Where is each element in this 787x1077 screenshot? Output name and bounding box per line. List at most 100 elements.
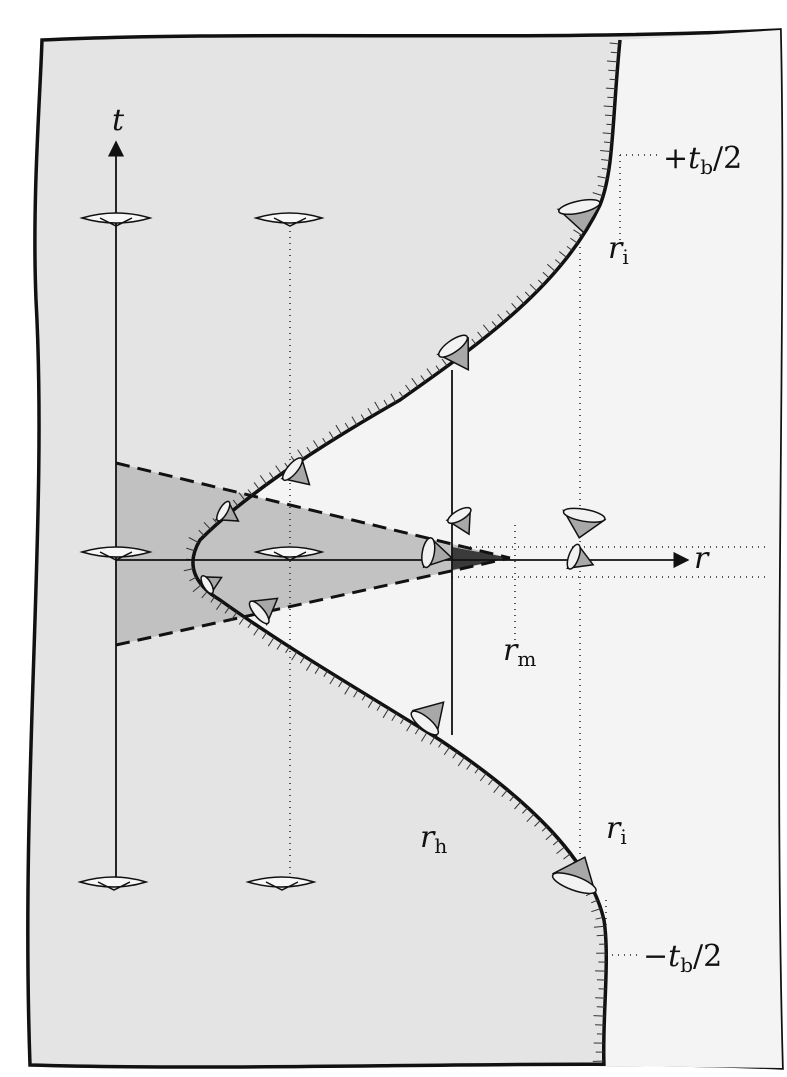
hatch-mark: [602, 132, 613, 135]
hatch-mark: [479, 772, 487, 782]
hatch-mark: [405, 384, 412, 393]
hatch-mark: [238, 616, 245, 625]
hatch-mark: [414, 727, 420, 735]
hatch-mark: [443, 746, 451, 756]
hatch-mark: [360, 414, 366, 421]
hatch-mark: [305, 661, 313, 671]
hatch-mark: [603, 141, 613, 144]
hatch-mark: [435, 365, 441, 372]
hatch-mark: [511, 302, 518, 311]
hatch-mark: [573, 229, 584, 237]
hatch-mark: [452, 751, 458, 759]
cone-near-wedge-lower: [248, 597, 279, 627]
guide-lines: [289, 154, 768, 956]
wedge-lower-edge: [115, 556, 511, 647]
hatch-mark: [545, 832, 554, 841]
hatch-mark: [554, 259, 562, 266]
hatch-mark: [597, 176, 608, 179]
hatch-mark: [497, 313, 505, 323]
hatch-mark: [338, 679, 344, 688]
hatch-mark: [224, 606, 231, 614]
hatch-mark: [210, 596, 216, 603]
hatch-mark: [230, 611, 238, 622]
hatch-mark: [570, 237, 578, 244]
hatch-mark: [610, 51, 619, 54]
hatch-mark: [335, 424, 343, 435]
hatch-mark: [261, 631, 268, 640]
hatch-mark: [457, 756, 466, 767]
hatch-mark: [344, 422, 350, 431]
hatch-mark: [189, 576, 197, 582]
r-i-top-label: ri: [608, 231, 629, 269]
hatch-mark: [247, 489, 253, 496]
hatch-mark: [299, 656, 306, 664]
hatch-mark: [198, 529, 205, 537]
t-top-label: +tb/2: [663, 141, 742, 179]
hatch-mark: [268, 472, 275, 480]
hatch-mark: [329, 675, 336, 685]
r-axis-label: r: [694, 541, 710, 576]
hatch-mark: [361, 694, 367, 701]
hatch-mark: [542, 271, 550, 279]
hatch-mark: [466, 761, 473, 770]
hatch-mark: [592, 192, 604, 197]
hatch-mark: [201, 590, 208, 599]
hatch-mark: [374, 401, 381, 412]
hatch-mark: [398, 391, 404, 398]
hatch-mark: [314, 665, 321, 674]
hatch-mark: [609, 78, 617, 81]
hatch-mark: [488, 778, 494, 786]
cone-bottom-tip: [200, 574, 223, 596]
hatch-mark: [514, 801, 522, 810]
cone-at-ri-axis: [566, 543, 595, 570]
hatch-mark: [429, 736, 436, 745]
hatch-mark: [526, 813, 535, 823]
hatch-mark: [604, 114, 615, 117]
outer-region: [192, 30, 783, 1068]
hatch-mark: [558, 251, 568, 259]
hatch-mark: [593, 1015, 605, 1017]
hatch-mark: [471, 338, 477, 345]
hatch-mark: [607, 96, 616, 99]
cone-ri-mid: [562, 507, 607, 539]
hatch-mark: [275, 465, 282, 475]
hatch-mark: [306, 446, 312, 455]
hatch-mark: [529, 283, 538, 292]
hatch-mark: [420, 375, 426, 383]
hatch-mark: [516, 295, 525, 305]
hatch-mark: [276, 641, 283, 650]
hatch-mark: [215, 601, 223, 610]
flat-cones: [77, 212, 325, 891]
hatch-mark: [328, 431, 335, 440]
hatch-mark: [390, 393, 397, 403]
boundary-hatching: [183, 42, 620, 1062]
hatch-mark: [267, 636, 275, 647]
wedge-dark: [452, 547, 510, 570]
hatch-mark: [212, 518, 218, 524]
hatch-mark: [297, 449, 305, 459]
tilted-cones: [200, 198, 607, 895]
cone-near-rh-upper: [445, 506, 472, 536]
t-axis-label: t: [112, 103, 125, 138]
hatch-mark: [253, 482, 260, 490]
hatch-mark: [186, 547, 196, 552]
wedge-upper-edge: [115, 461, 511, 560]
hatch-mark: [608, 69, 618, 72]
hatch-mark: [605, 87, 616, 90]
hatch-mark: [541, 826, 548, 832]
hatch-mark: [259, 475, 268, 485]
hatch-mark: [253, 626, 260, 636]
hatch-mark: [597, 184, 606, 188]
hatch-mark: [391, 712, 397, 722]
hatch-mark: [188, 537, 199, 544]
hatch-mark: [591, 899, 598, 904]
hatch-mark: [591, 908, 601, 913]
hatch-mark: [595, 916, 604, 920]
hatch-mark: [376, 703, 382, 711]
hatch-mark: [400, 717, 405, 725]
hatch-mark: [493, 783, 501, 794]
hatch-mark: [537, 279, 544, 286]
hatch-mark: [524, 291, 532, 299]
hatch-mark: [383, 399, 389, 408]
